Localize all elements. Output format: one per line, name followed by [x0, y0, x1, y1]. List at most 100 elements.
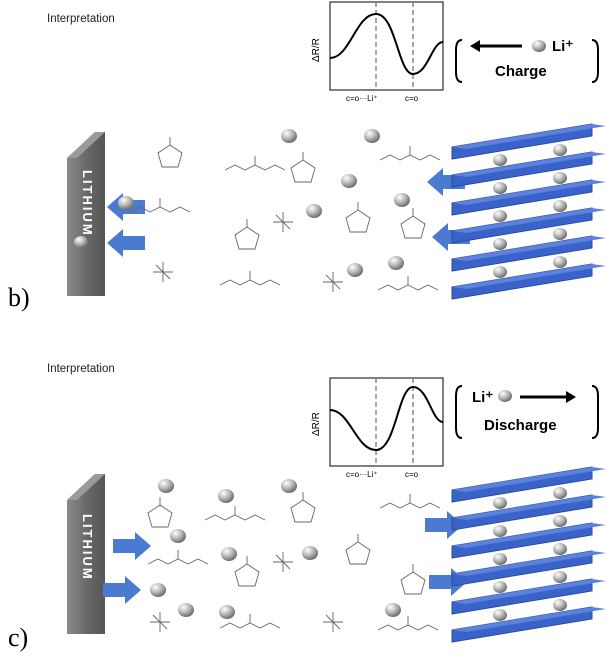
- li-ion: [553, 599, 567, 611]
- li-ion: [553, 228, 567, 240]
- li-ion: [493, 553, 507, 565]
- li-ion: [553, 543, 567, 555]
- pf6-anion: [323, 272, 343, 292]
- graphite-layer: [451, 179, 606, 216]
- panel-b-diagram: Interpretation ΔR/R c=o···Li⁺ c=o Li⁺ Ch…: [8, 1, 606, 312]
- dmc-molecule: [204, 506, 266, 521]
- ec-molecule: [400, 208, 426, 239]
- solvent-molecules: [147, 492, 441, 632]
- dmc-molecule: [224, 156, 286, 171]
- graphite-layer: [451, 235, 606, 272]
- legend: Li⁺ Charge: [455, 38, 599, 83]
- li-ion: [553, 487, 567, 499]
- li-ion: [385, 603, 401, 617]
- li-ion: [218, 489, 234, 503]
- ec-molecule: [290, 152, 316, 183]
- ec-molecule: [400, 564, 426, 595]
- ec-molecule: [157, 137, 183, 168]
- legend-ion-label: Li⁺: [472, 389, 493, 406]
- legend: Li⁺ Discharge: [455, 385, 599, 439]
- electrode-label: LITHIUM: [80, 170, 95, 237]
- dmc-molecule: [219, 271, 281, 286]
- dmc-molecule: [129, 198, 191, 213]
- lithium-ion-icon: [532, 40, 546, 52]
- tick-label-left: c=o···Li⁺: [346, 470, 378, 479]
- reflectance-graph: ΔR/R c=o···Li⁺ c=o: [311, 377, 444, 479]
- legend-process-label: Charge: [495, 63, 547, 80]
- graphite-stack: [451, 123, 606, 300]
- dmc-molecule: [377, 616, 439, 631]
- electrode-top: [67, 474, 105, 500]
- flow-arrow: [107, 229, 145, 257]
- lithium-electrode: LITHIUM: [67, 132, 105, 296]
- li-ion: [170, 529, 186, 543]
- lithium-ion-icon: [498, 390, 512, 402]
- li-ion: [553, 256, 567, 268]
- li-ion: [553, 172, 567, 184]
- flow-arrow: [113, 532, 151, 560]
- graph-ylabel: ΔR/R: [311, 38, 322, 62]
- li-ion: [493, 609, 507, 621]
- solvated-ions: [150, 479, 401, 619]
- graphite-layer: [451, 151, 606, 188]
- reflectance-graph: ΔR/R c=o···Li⁺ c=o: [311, 1, 444, 103]
- graphite-layer: [451, 550, 606, 587]
- panel-title: Interpretation: [47, 13, 115, 25]
- dmc-molecule: [147, 550, 209, 565]
- li-ion: [493, 497, 507, 509]
- graphite-layer: [451, 522, 606, 559]
- li-ion: [118, 196, 134, 210]
- li-ion: [74, 236, 88, 248]
- li-ion: [493, 266, 507, 278]
- panel-letter: c): [8, 623, 28, 652]
- li-ion: [553, 144, 567, 156]
- legend-arrow-head: [470, 40, 480, 52]
- graph-frame: [329, 377, 444, 467]
- ec-molecule: [234, 219, 260, 250]
- li-ion: [347, 263, 363, 277]
- panel-title: Interpretation: [47, 363, 115, 375]
- graph-ylabel: ΔR/R: [311, 412, 322, 436]
- li-ion: [221, 547, 237, 561]
- pf6-anion: [323, 612, 343, 632]
- graphite-stack: [451, 466, 606, 643]
- li-ion: [281, 479, 297, 493]
- ec-molecule: [345, 202, 371, 233]
- li-ion: [364, 129, 380, 143]
- li-ion: [158, 479, 174, 493]
- pf6-anion: [153, 262, 173, 282]
- dmc-molecule: [379, 146, 441, 161]
- tick-label-left: c=o···Li⁺: [346, 94, 378, 103]
- ec-molecule: [345, 534, 371, 565]
- legend-bracket-right: [591, 385, 599, 439]
- graphite-layer: [451, 123, 606, 160]
- solvated-ions: [74, 129, 410, 277]
- li-ion: [553, 515, 567, 527]
- dmc-molecule: [379, 494, 441, 509]
- panel-b: Interpretation ΔR/R c=o···Li⁺ c=o Li⁺ Ch…: [0, 0, 606, 320]
- li-ion: [493, 525, 507, 537]
- li-ion: [281, 129, 297, 143]
- li-ion: [493, 238, 507, 250]
- li-ion: [341, 174, 357, 188]
- electrode-slab: [67, 132, 105, 296]
- li-ion: [493, 210, 507, 222]
- li-ion: [394, 193, 410, 207]
- graphite-layer: [451, 494, 606, 531]
- li-ion: [306, 204, 322, 218]
- flow-arrow: [103, 576, 141, 604]
- li-ion: [150, 583, 166, 597]
- solvent-molecules: [129, 137, 441, 292]
- graph-curve: [329, 385, 444, 452]
- legend-ion-label: Li⁺: [552, 38, 573, 55]
- graphite-layer: [451, 207, 606, 244]
- pf6-anion: [150, 612, 170, 632]
- graphite-layer: [451, 578, 606, 615]
- lithium-electrode: LITHIUM: [67, 474, 105, 634]
- panel-c-diagram: Interpretation ΔR/R c=o···Li⁺ c=o Li⁺ Di…: [8, 363, 606, 652]
- electrode-slab: [67, 474, 105, 634]
- ec-molecule: [234, 556, 260, 587]
- li-ion: [493, 581, 507, 593]
- ec-molecule: [290, 492, 316, 523]
- li-ion: [493, 182, 507, 194]
